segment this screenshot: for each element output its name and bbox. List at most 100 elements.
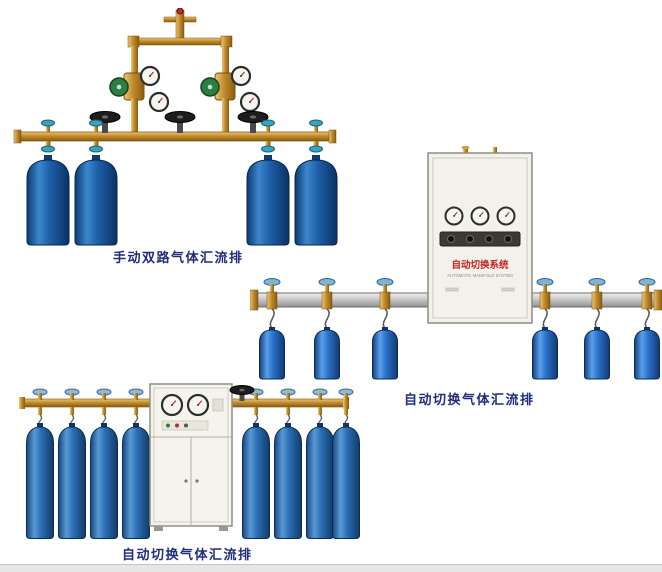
cabinet-vent	[445, 287, 459, 292]
cabinet-top-fitting	[463, 146, 468, 154]
pipe-end-cap	[328, 129, 337, 144]
manifold-handwheel-valve	[164, 111, 196, 133]
panel-knob	[485, 235, 493, 243]
auto-switching-manifold-2-illustration	[19, 383, 360, 539]
cylinder-station	[246, 119, 290, 246]
cylinder-valve-knob	[261, 145, 275, 153]
indicator-light	[175, 423, 179, 428]
gas-cylinder	[332, 422, 360, 539]
gas-cylinder	[58, 422, 86, 539]
bar-coupler	[266, 291, 278, 310]
pigtail-tube	[542, 308, 548, 329]
drop-pipe	[131, 46, 138, 78]
cylinder-station	[634, 278, 660, 380]
pressure-gauge-icon	[230, 65, 252, 87]
door-handle	[184, 479, 188, 483]
cylinder-station	[532, 278, 558, 380]
pigtail-tube	[382, 308, 388, 329]
manifold-handwheel-valve	[229, 385, 255, 401]
pipe-end-cap	[13, 129, 22, 144]
teal-valve-icon	[309, 119, 323, 133]
gas-cylinder	[372, 326, 398, 380]
bar-coupler	[539, 291, 551, 310]
product-caption-auto-switch: 自动切换气体汇流排	[404, 392, 535, 407]
gas-cylinder	[306, 422, 334, 539]
control-cabinet: 自动切换系统 AUTOMATIC MANIFOLD SYSTEM	[427, 146, 533, 324]
cylinder-station	[372, 278, 398, 380]
manual-dual-manifold-illustration	[13, 8, 338, 246]
bar-end-cap	[250, 289, 259, 311]
bar-coupler	[591, 291, 603, 310]
cylinder-station	[26, 119, 70, 246]
gas-cylinder	[259, 326, 285, 380]
bar-end-cap	[653, 289, 662, 311]
gas-cylinder	[532, 326, 558, 380]
bar-coupler	[641, 291, 653, 310]
cylinder-valve-knob	[89, 145, 103, 153]
cylinder-valve-knob	[309, 145, 323, 153]
gas-cylinder	[26, 422, 54, 539]
pipe-elbow	[127, 35, 140, 48]
bar-coupler	[379, 291, 391, 310]
teal-valve-icon	[89, 119, 103, 133]
control-cabinet-2	[149, 383, 233, 531]
cabinet-meter-box	[212, 398, 224, 412]
page-bottom-edge	[0, 564, 662, 572]
auto-switching-manifold-illustration: 自动切换系统 AUTOMATIC MANIFOLD SYSTEM	[250, 146, 662, 380]
pipe-end-cap	[343, 397, 349, 409]
panel-knob	[466, 235, 474, 243]
cabinet-foot	[219, 526, 228, 531]
cabinet-top-fitting	[493, 147, 497, 154]
cylinder-station	[242, 388, 270, 539]
cylinder-station	[314, 278, 340, 380]
pressure-gauge-icon	[139, 65, 161, 87]
gas-cylinder	[274, 422, 302, 539]
cylinder-station	[58, 388, 86, 539]
cabinet-foot	[154, 526, 163, 531]
cylinder-station	[306, 388, 334, 539]
pigtail-tube	[644, 308, 650, 329]
cylinder-station	[584, 278, 610, 380]
riser-valve-knob	[176, 8, 184, 15]
cylinder-station	[332, 388, 360, 539]
top-riser-pipe	[175, 9, 185, 43]
cylinder-station	[90, 388, 118, 539]
gas-cylinder	[122, 422, 150, 539]
pressure-gauge-icon	[470, 206, 490, 226]
gas-cylinder	[90, 422, 118, 539]
gas-cylinder	[314, 326, 340, 380]
cylinder-station	[274, 388, 302, 539]
cylinder-station	[294, 119, 338, 246]
drop-pipe	[222, 46, 229, 78]
indicator-light	[184, 423, 188, 428]
cylinder-station	[26, 388, 54, 539]
gas-cylinder	[26, 154, 70, 246]
pressure-gauge-icon	[186, 393, 210, 417]
gas-cylinder	[634, 326, 660, 380]
gas-cylinder	[242, 422, 270, 539]
pressure-gauge-icon	[444, 206, 464, 226]
teal-valve-icon	[41, 119, 55, 133]
pressure-gauge-icon	[496, 206, 516, 226]
bar-coupler	[321, 291, 333, 310]
cylinder-valve-knob	[41, 145, 55, 153]
header-pipe	[131, 37, 229, 46]
gas-cylinder	[74, 154, 118, 246]
door-handle	[195, 479, 199, 483]
cylinder-station	[122, 388, 150, 539]
pigtail-tube	[324, 308, 330, 329]
cabinet-vent	[501, 287, 515, 292]
indicator-light	[166, 423, 170, 428]
teal-valve-icon	[261, 119, 275, 133]
pressure-regulator-left	[109, 65, 170, 113]
cabinet-title: 自动切换系统	[451, 259, 509, 271]
pressure-gauge-icon	[148, 91, 170, 113]
pipe-end-cap	[19, 397, 25, 409]
pipe-elbow	[220, 35, 233, 48]
pressure-regulator-right	[200, 65, 261, 113]
pressure-gauge-icon	[239, 91, 261, 113]
product-caption-manual-dual: 手动双路气体汇流排	[113, 250, 244, 265]
main-manifold-pipe	[17, 131, 333, 142]
cabinet-door-outline	[432, 157, 528, 319]
panel-knob	[447, 235, 455, 243]
